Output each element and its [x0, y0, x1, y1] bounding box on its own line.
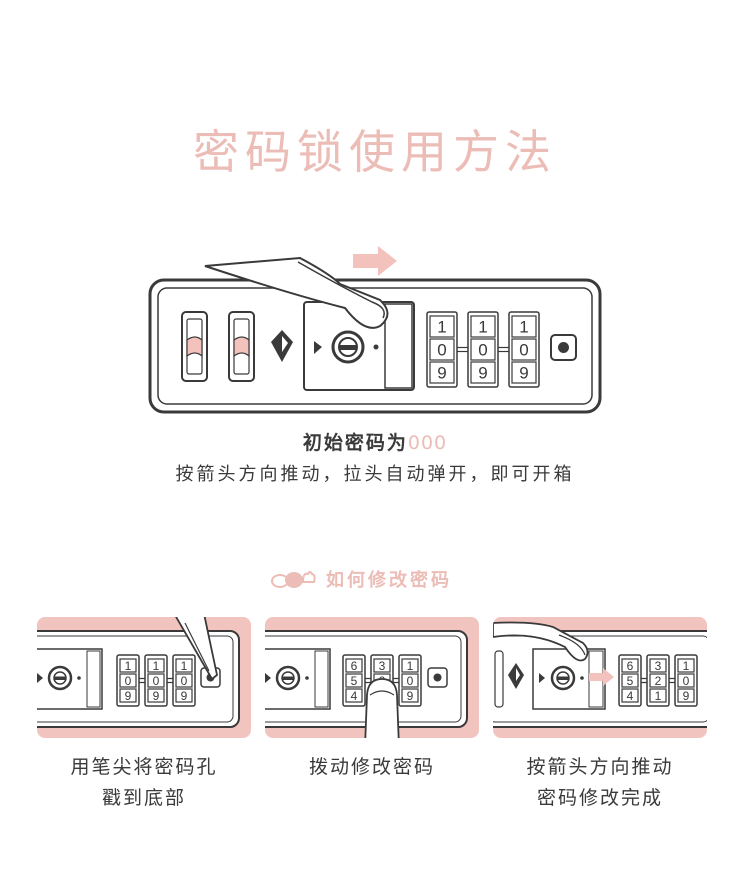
section-label: 如何修改密码 — [326, 570, 452, 591]
dial-digit[interactable]: 9 — [153, 689, 160, 703]
section-header: 如何修改密码 — [270, 566, 452, 592]
dial-digit[interactable]: 1 — [181, 659, 188, 673]
step-2-line1: 拨动修改密码 — [308, 756, 435, 778]
dial-digit[interactable]: 0 — [519, 341, 528, 360]
dial-digit[interactable]: 6 — [627, 659, 634, 673]
initial-code-label: 初始密码为 — [302, 432, 408, 454]
dial-digit[interactable]: 0 — [683, 674, 690, 688]
initial-code-value: 000 — [407, 432, 448, 454]
step-1-line1: 用笔尖将密码孔 — [70, 756, 218, 778]
dial-digit[interactable]: 0 — [153, 674, 160, 688]
push-arrow-icon — [353, 246, 397, 276]
tsa-logo-icon — [271, 330, 293, 362]
pen-icon — [175, 617, 218, 681]
dial-digit[interactable]: 2 — [655, 674, 662, 688]
finger-pushing-small — [493, 621, 589, 662]
dial-digit[interactable]: 1 — [655, 689, 662, 703]
step-1-line2: 戳到底部 — [101, 787, 186, 809]
dial-digit[interactable]: 5 — [351, 674, 358, 688]
dial-digit[interactable]: 9 — [181, 689, 188, 703]
dial-digit[interactable]: 3 — [379, 659, 386, 673]
key-cylinder-icon — [331, 330, 365, 364]
dial-digit[interactable]: 1 — [125, 659, 132, 673]
dial-digit[interactable]: 0 — [437, 341, 446, 360]
combination-dials: 1 0 9 1 0 9 1 0 9 — [426, 311, 540, 388]
dial-digit[interactable]: 0 — [478, 341, 487, 360]
dial-digit[interactable]: 9 — [437, 364, 446, 383]
lock-diagram: 1 0 9 1 0 9 1 0 9 — [140, 244, 610, 428]
finger-pushing — [204, 256, 389, 329]
dial-digit[interactable]: 9 — [125, 689, 132, 703]
cloud-deco-icon — [271, 571, 316, 588]
push-arrow-small-icon — [589, 668, 614, 686]
step-3-line1: 按箭头方向推动 — [526, 756, 674, 778]
dial-digit[interactable]: 1 — [153, 659, 160, 673]
dial-digit[interactable]: 4 — [351, 689, 358, 703]
dial-digit[interactable]: 9 — [683, 689, 690, 703]
small-arrow-icon — [314, 341, 322, 354]
finger-scrolling — [364, 678, 400, 738]
dial-digit[interactable]: 0 — [125, 674, 132, 688]
dial-digit[interactable]: 6 — [351, 659, 358, 673]
dial-digit[interactable]: 1 — [478, 318, 487, 337]
step-2-caption: 拨动修改密码 — [265, 752, 479, 783]
zipper-slot-left — [181, 311, 208, 382]
open-instruction: 按箭头方向推动，拉头自动弹开，即可开箱 — [175, 464, 575, 485]
initial-code-caption: 初始密码为000 — [0, 428, 750, 455]
page-title: 密码锁使用方法 — [193, 125, 557, 179]
dial-digit[interactable]: 1 — [683, 659, 690, 673]
dial-digit[interactable]: 5 — [627, 674, 634, 688]
dial-digit[interactable]: 9 — [519, 364, 528, 383]
zipper-slot-right — [228, 311, 255, 382]
step-1-caption: 用笔尖将密码孔 戳到底部 — [37, 752, 251, 814]
dial-digit[interactable]: 0 — [181, 674, 188, 688]
step-3-caption: 按箭头方向推动 密码修改完成 — [493, 752, 707, 814]
dial-digit[interactable]: 3 — [655, 659, 662, 673]
dial-digit[interactable]: 9 — [478, 364, 487, 383]
reset-hole-icon — [558, 342, 569, 353]
dial-digit[interactable]: 0 — [407, 674, 414, 688]
dial-digit[interactable]: 1 — [519, 318, 528, 337]
dial-digit[interactable]: 9 — [407, 689, 414, 703]
step-3-line2: 密码修改完成 — [536, 787, 663, 809]
dial-digit[interactable]: 1 — [407, 659, 414, 673]
dial-digit[interactable]: 1 — [437, 318, 446, 337]
dial-digit[interactable]: 4 — [627, 689, 634, 703]
